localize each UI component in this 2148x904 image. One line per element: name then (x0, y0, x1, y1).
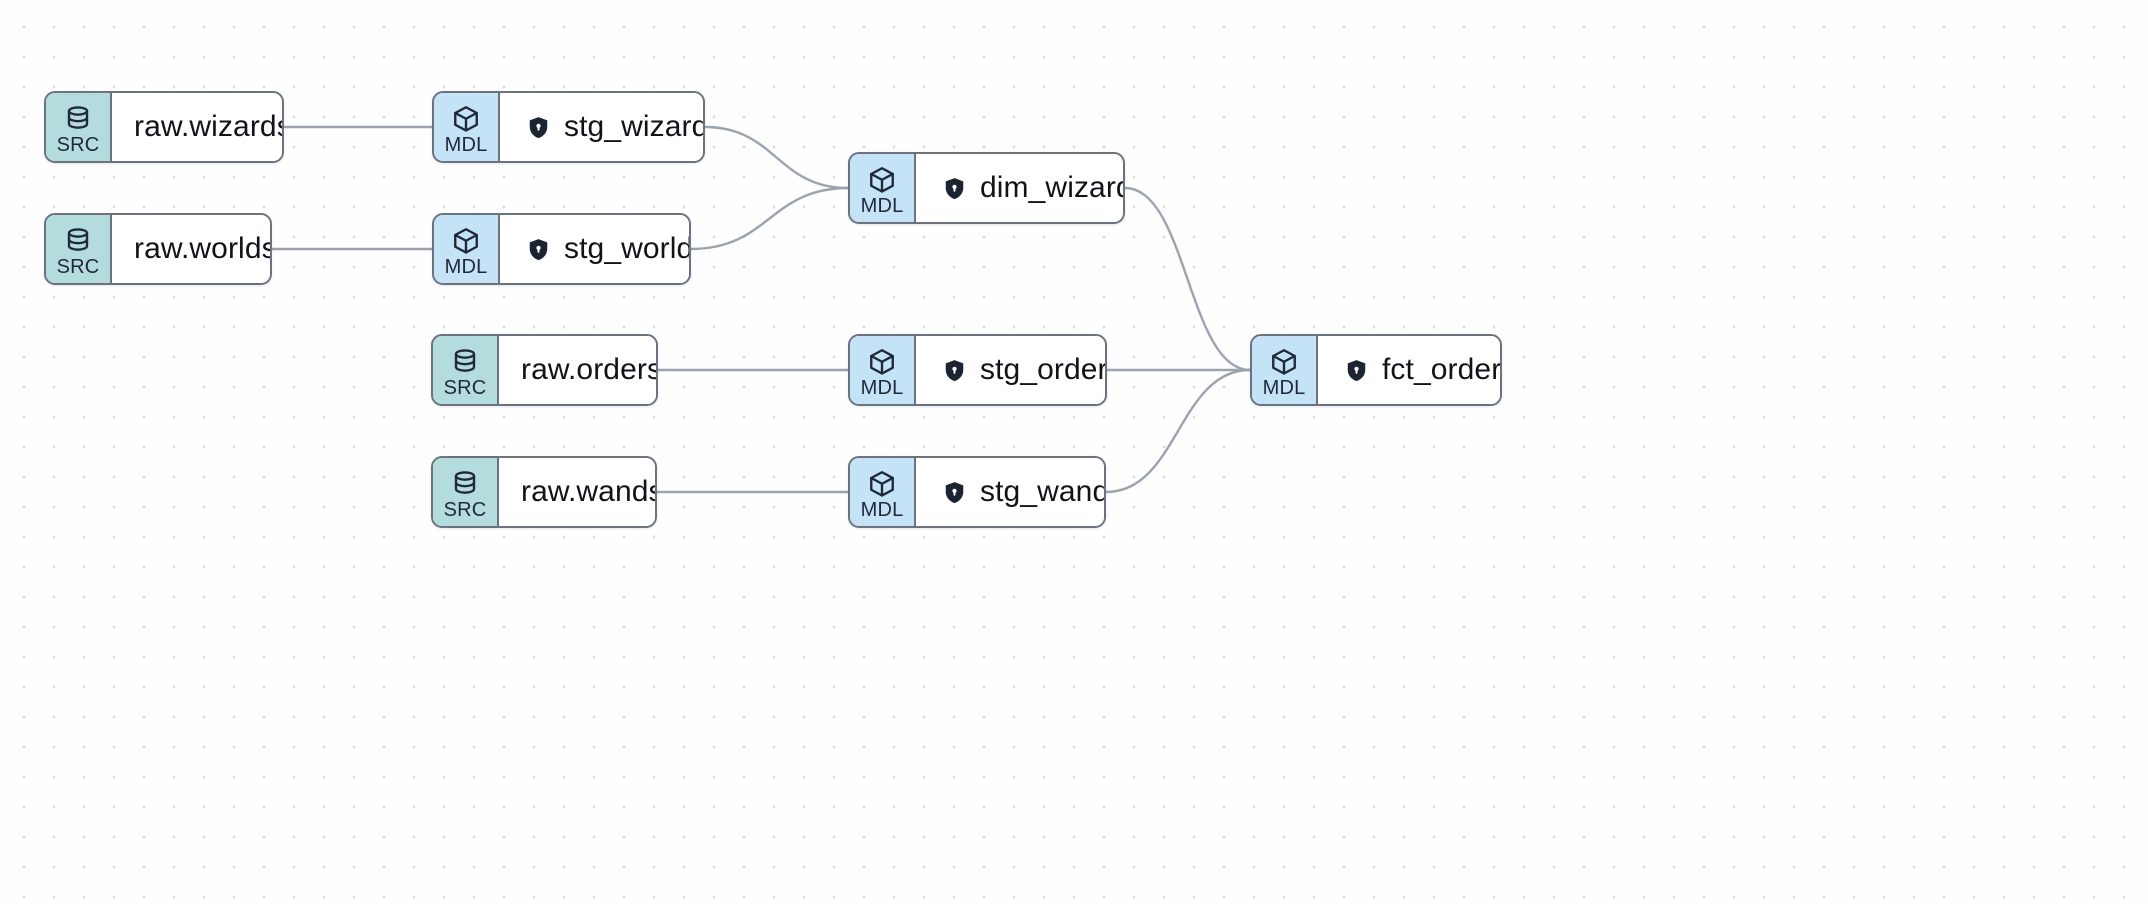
lineage-edge (703, 125, 850, 190)
lineage-node-raw_wands[interactable]: SRC raw.wands (431, 456, 657, 528)
lineage-node-stg_orders[interactable]: MDL stg_orders (848, 334, 1107, 406)
node-label: stg_worlds (564, 232, 689, 265)
database-icon (450, 347, 480, 377)
lineage-edge (1104, 368, 1252, 494)
lineage-node-stg_wizards[interactable]: MDL stg_wizards (432, 91, 705, 163)
database-icon (63, 226, 93, 256)
node-label: raw.wizards (134, 110, 284, 143)
lineage-node-raw_wizards[interactable]: SRC raw.wizards (44, 91, 284, 163)
node-body: dim_wizards (916, 154, 1123, 222)
shield-lock-icon (942, 358, 967, 383)
node-body: stg_worlds (500, 215, 689, 283)
node-body: stg_wands (916, 458, 1104, 526)
node-label: stg_wands (980, 475, 1104, 508)
node-type-badge: SRC (46, 93, 112, 161)
shield-lock-icon (526, 115, 551, 140)
lineage-edge (1123, 186, 1252, 372)
node-type-label: MDL (860, 194, 904, 217)
shield-lock-icon (942, 176, 967, 201)
node-label: fct_orders (1382, 353, 1502, 386)
database-icon (63, 104, 93, 134)
lineage-node-stg_wands[interactable]: MDL stg_wands (848, 456, 1106, 528)
lineage-node-raw_worlds[interactable]: SRC raw.worlds (44, 213, 272, 285)
cube-icon (867, 347, 897, 377)
node-type-badge: SRC (433, 458, 499, 526)
node-body: raw.wizards (112, 93, 284, 161)
node-type-badge: SRC (46, 215, 112, 283)
cube-icon (867, 469, 897, 499)
node-body: stg_wizards (500, 93, 703, 161)
node-label: stg_orders (980, 353, 1107, 386)
node-label: stg_wizards (564, 110, 703, 143)
node-body: raw.worlds (112, 215, 272, 283)
cube-icon (451, 226, 481, 256)
node-type-badge: MDL (850, 154, 916, 222)
node-label: raw.worlds (134, 232, 272, 265)
node-type-label: SRC (56, 133, 100, 156)
node-type-label: MDL (444, 133, 488, 156)
node-type-label: SRC (56, 255, 100, 278)
node-body: stg_orders (916, 336, 1107, 404)
node-body: raw.wands (499, 458, 657, 526)
database-icon (450, 469, 480, 499)
lineage-node-dim_wizards[interactable]: MDL dim_wizards (848, 152, 1125, 224)
node-label: raw.wands (521, 475, 657, 508)
node-type-label: MDL (860, 498, 904, 521)
node-label: raw.orders (521, 353, 658, 386)
cube-icon (1269, 347, 1299, 377)
node-type-badge: MDL (850, 458, 916, 526)
lineage-node-raw_orders[interactable]: SRC raw.orders (431, 334, 658, 406)
lineage-node-fct_orders[interactable]: MDL fct_orders (1250, 334, 1502, 406)
node-type-label: MDL (1262, 376, 1306, 399)
node-type-badge: MDL (434, 93, 500, 161)
node-body: raw.orders (499, 336, 658, 404)
cube-icon (867, 165, 897, 195)
node-type-label: MDL (860, 376, 904, 399)
node-body: fct_orders (1318, 336, 1502, 404)
node-type-badge: SRC (433, 336, 499, 404)
node-type-badge: MDL (850, 336, 916, 404)
node-label: dim_wizards (980, 171, 1123, 204)
lineage-node-stg_worlds[interactable]: MDL stg_worlds (432, 213, 691, 285)
node-type-label: MDL (444, 255, 488, 278)
node-type-label: SRC (443, 498, 487, 521)
node-type-badge: MDL (434, 215, 500, 283)
cube-icon (451, 104, 481, 134)
node-type-label: SRC (443, 376, 487, 399)
lineage-edge (689, 186, 850, 251)
node-type-badge: MDL (1252, 336, 1318, 404)
shield-lock-icon (1344, 358, 1369, 383)
shield-lock-icon (526, 237, 551, 262)
shield-lock-icon (942, 480, 967, 505)
